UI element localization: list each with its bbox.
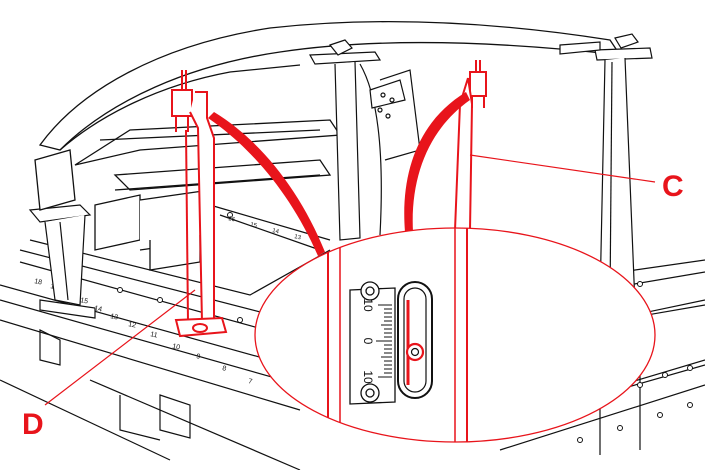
- callout-leaders: [44, 154, 656, 406]
- rail-number: 16: [228, 216, 236, 223]
- rail-number: 14: [94, 305, 103, 313]
- rail-number: 13: [110, 313, 119, 321]
- rail-number: 8: [222, 365, 227, 373]
- scale-label-zero: 0: [361, 338, 375, 345]
- rail-number: 13: [294, 234, 302, 241]
- rail-number: 10: [172, 343, 181, 351]
- callout-label-c: C: [662, 170, 684, 203]
- scale-ticks: [376, 304, 392, 378]
- left-pedestal: [28, 204, 96, 319]
- rail-number: 11: [150, 331, 159, 339]
- callout-label-d: D: [22, 408, 44, 441]
- scale-plate: [349, 281, 396, 405]
- adjustment-slot: [397, 281, 433, 399]
- center-pillar: [309, 39, 421, 241]
- zoom-projection: [208, 92, 470, 256]
- leader-line-d: [44, 289, 196, 406]
- part-d-gauge: [171, 70, 228, 338]
- rail-number: 18: [34, 278, 43, 286]
- rail-scale-mid: 16 15 14 13: [228, 216, 302, 241]
- leader-line-c: [469, 154, 656, 183]
- rail-number: 12: [128, 321, 137, 329]
- rail-number: 9: [196, 353, 201, 361]
- rail-number: 15: [80, 297, 89, 305]
- rail-number: 15: [250, 222, 258, 229]
- rail-number: 14: [272, 228, 280, 235]
- part-c-gauge: [454, 60, 487, 231]
- rail-number: 7: [248, 378, 253, 386]
- scale-label-bottom: 10: [361, 370, 375, 384]
- zoom-detail: 10 0 10: [254, 227, 656, 443]
- scale-label-top: 10: [361, 298, 375, 312]
